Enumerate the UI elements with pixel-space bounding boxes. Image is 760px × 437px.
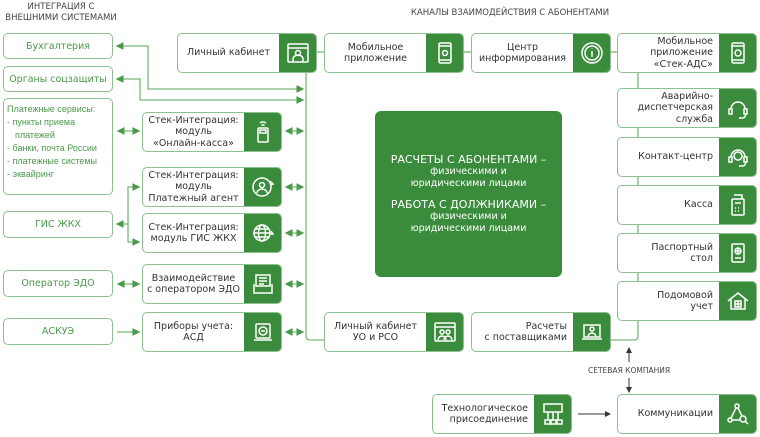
cash-desk-box[interactable]: Касса <box>617 185 757 225</box>
meter-icon <box>244 313 281 351</box>
payments-item: - платежные системы <box>7 156 98 166</box>
payments-item: - пункты приема <box>7 117 76 127</box>
box-label: Стек-Интеграция: модуль Платежный агент <box>148 169 239 204</box>
payment-agent-module[interactable]: Стек-Интеграция: модуль Платежный агент <box>142 167 282 207</box>
box-label: Технологическое присоединение <box>441 402 528 426</box>
info-icon <box>573 34 610 72</box>
gis-zhkh-module[interactable]: Стек-Интеграция: модуль ГИС ЖКХ <box>142 213 282 253</box>
core-functions-panel: РАСЧЕТЫ С АБОНЕНТАМИ – физическими и юри… <box>375 111 562 277</box>
supplier-settlements-box[interactable]: Расчеты с поставщиками <box>471 312 611 352</box>
box-label: Личный кабинет УО и РСО <box>333 320 418 344</box>
uo-rso-cabinet-box[interactable]: Личный кабинет УО и РСО <box>324 312 464 352</box>
users-screen-icon <box>426 313 463 351</box>
box-label: Расчеты с поставщиками <box>484 320 567 344</box>
user-refresh-icon <box>244 168 281 206</box>
documents-icon <box>244 265 281 303</box>
box-label: Мобильное приложение <box>344 41 407 65</box>
user-screen-icon <box>279 34 316 72</box>
contact-center-box[interactable]: Контакт-центр <box>617 137 757 177</box>
network-hierarchy-icon <box>534 395 571 433</box>
box-label: Аварийно- диспетчерская служба <box>637 90 713 125</box>
online-kassa-module[interactable]: Стек-Интеграция: модуль «Онлайн-касса» <box>142 112 282 152</box>
network-company-label: СЕТЕВАЯ КОМПАНИЯ <box>588 366 671 375</box>
passport-icon <box>719 234 756 272</box>
integration-header: ИНТЕГРАЦИЯ С ВНЕШНИМИ СИСТЕМАМИ <box>5 2 117 23</box>
stek-ads-app-box[interactable]: Мобильное приложение «Стек-АДС» <box>617 33 757 73</box>
headset-icon <box>719 89 756 127</box>
box-label: Паспортный стол <box>651 241 713 265</box>
support-agent-icon <box>719 138 756 176</box>
laptop-user-icon <box>573 313 610 351</box>
box-label: Касса <box>684 199 713 211</box>
channels-header: КАНАЛЫ ВЗАИМОДЕЙСТВИЯ С АБОНЕНТАМИ <box>410 8 610 18</box>
payments-item: - банки, почта России <box>7 143 97 153</box>
cash-register-icon <box>719 186 756 224</box>
box-label: Личный кабинет <box>186 47 271 59</box>
personal-cabinet-box[interactable]: Личный кабинет <box>177 33 317 73</box>
ext-payment-services[interactable]: Платежные сервисы: - пункты приема плате… <box>3 98 113 195</box>
debtors-subtitle: физическими и юридическими лицами <box>410 211 527 234</box>
box-label: Подомовой учет <box>657 289 713 313</box>
debtors-title: РАБОТА С ДОЛЖНИКАМИ – <box>390 198 547 211</box>
box-label: Мобильное приложение «Стек-АДС» <box>650 35 713 70</box>
tech-connection-box[interactable]: Технологическое присоединение <box>432 394 572 434</box>
box-label: Контакт-центр <box>638 151 713 163</box>
box-label: Стек-Интеграция: модуль «Онлайн-касса» <box>148 114 239 149</box>
pos-terminal-icon <box>244 113 281 151</box>
communications-box[interactable]: Коммуникации <box>617 394 757 434</box>
payments-item: - эквайринг <box>7 169 55 179</box>
asd-meters-module[interactable]: Приборы учета: АСД <box>142 312 282 352</box>
ext-social-protection[interactable]: Органы соцзащиты <box>3 66 113 92</box>
ext-gis-zhkh[interactable]: ГИС ЖКХ <box>3 211 113 238</box>
houses-icon <box>719 282 756 320</box>
payments-item: платежей <box>15 130 55 140</box>
settlements-subtitle: физическими и юридическими лицами <box>410 166 527 189</box>
box-label: Взаимодействие с оператором ЭДО <box>147 272 240 296</box>
smartphone-icon <box>426 34 463 72</box>
passport-desk-box[interactable]: Паспортный стол <box>617 233 757 273</box>
edo-module[interactable]: Взаимодействие с оператором ЭДО <box>142 264 282 304</box>
settlements-title: РАСЧЕТЫ С АБОНЕНТАМИ – <box>390 153 547 166</box>
payments-title: Платежные сервисы: <box>7 104 96 114</box>
house-accounting-box[interactable]: Подомовой учет <box>617 281 757 321</box>
mobile-app-box[interactable]: Мобильное приложение <box>324 33 464 73</box>
box-label: Центр информирования <box>478 41 567 65</box>
globe-icon <box>244 214 281 252</box>
info-center-box[interactable]: Центр информирования <box>471 33 611 73</box>
smartphone-icon <box>719 34 756 72</box>
ext-accounting[interactable]: Бухгалтерия <box>3 33 113 59</box>
box-label: Стек-Интеграция: модуль ГИС ЖКХ <box>148 221 239 245</box>
box-label: Коммуникации <box>637 408 713 420</box>
network-search-icon <box>719 395 756 433</box>
emergency-dispatch-box[interactable]: Аварийно- диспетчерская служба <box>617 88 757 128</box>
ext-askue[interactable]: АСКУЭ <box>3 318 113 345</box>
ext-edo-operator[interactable]: Оператор ЭДО <box>3 270 113 297</box>
box-label: Приборы учета: АСД <box>153 320 234 344</box>
